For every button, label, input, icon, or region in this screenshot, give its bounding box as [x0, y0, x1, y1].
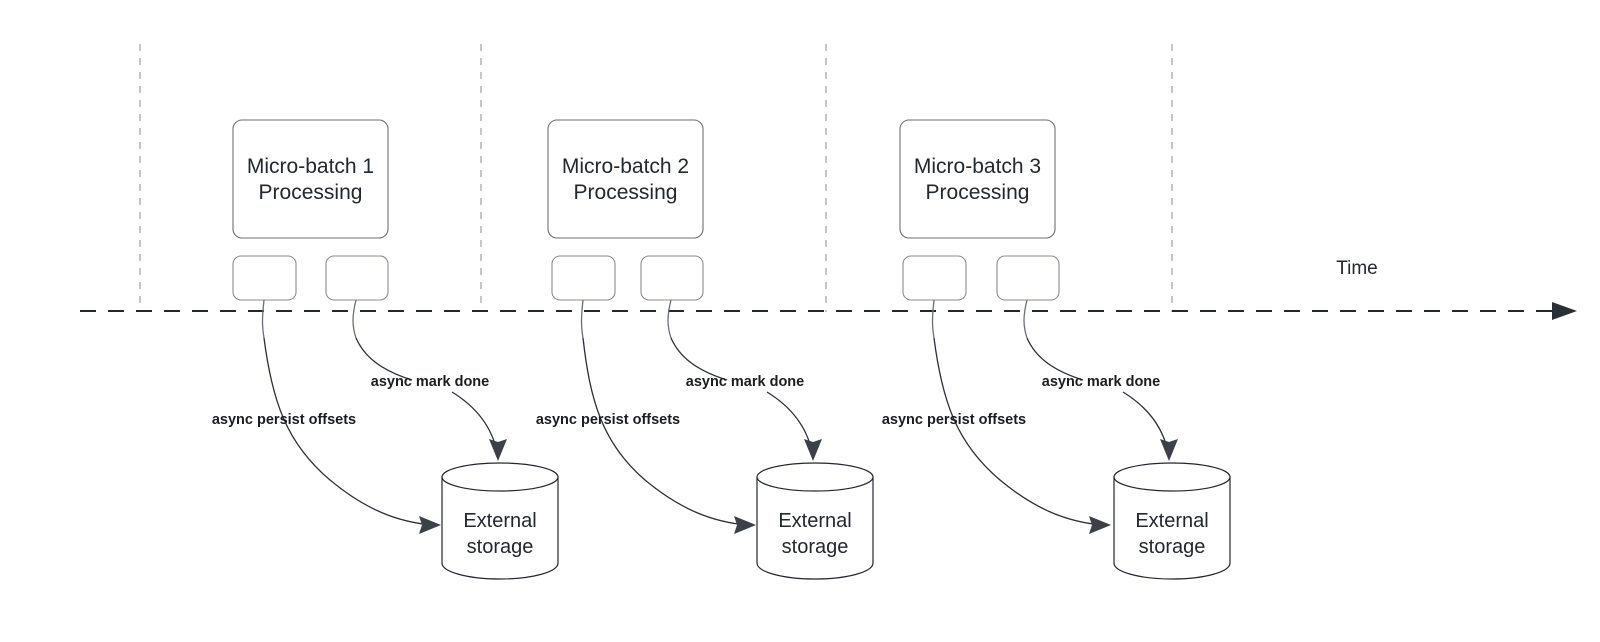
group-1-mark-done-curve — [355, 337, 413, 381]
group-3-cylinder-body — [1113, 476, 1231, 580]
group-2-task-box-2[interactable] — [640, 255, 704, 301]
group-2-mark-done-stub — [667, 299, 672, 339]
micro-batch-1-label-line2: Processing — [259, 181, 363, 204]
group-3: Micro-batch 3 Processing async persist o… — [882, 119, 1231, 580]
group-2-persist-arrowhead-icon — [734, 516, 756, 534]
group-1: Micro-batch 1 Processing async persist o… — [212, 119, 559, 580]
time-axis-arrow-icon — [1552, 302, 1577, 320]
group-2-storage-label-line2: storage — [782, 536, 849, 558]
group-3-mark-done-curve — [1026, 337, 1084, 381]
group-2-task-box-1[interactable] — [551, 255, 616, 301]
group-1-task-box-2[interactable] — [325, 255, 389, 301]
group-2-cylinder-body — [756, 476, 874, 580]
group-2-mark-done-curve-2 — [766, 391, 813, 453]
group-1-persist-label: async persist offsets — [212, 412, 356, 428]
group-1-mark-done-arrowhead-icon — [489, 439, 507, 461]
micro-batch-3-label-line2: Processing — [926, 181, 1030, 204]
group-1-persist-stub — [261, 299, 265, 339]
group-2-persist-label: async persist offsets — [536, 412, 680, 428]
group-1-cylinder-top — [441, 462, 559, 492]
group-1-task-box-1[interactable] — [232, 255, 297, 301]
micro-batch-2-label-line1: Micro-batch 2 — [562, 155, 689, 178]
group-3-persist-label: async persist offsets — [882, 412, 1026, 428]
group-1-storage-label-line2: storage — [467, 536, 534, 558]
group-3-storage-label-line2: storage — [1139, 536, 1206, 558]
group-3-mark-done-stub — [1023, 299, 1028, 339]
group-1-mark-done-curve-2 — [451, 391, 498, 453]
group-1-storage-label-line1: External — [463, 510, 536, 532]
group-1-persist-arrowhead-icon — [419, 516, 441, 534]
group-1-mark-done-label: async mark done — [371, 374, 489, 390]
group-2-mark-done-arrowhead-icon — [804, 439, 822, 461]
group-3-external-storage[interactable]: External storage — [1113, 462, 1231, 580]
group-3-persist-curve — [933, 337, 1103, 526]
micro-batch-2-box[interactable] — [547, 119, 704, 239]
group-3-persist-arrowhead-icon — [1089, 516, 1111, 534]
micro-batch-3-box[interactable] — [899, 119, 1056, 239]
group-2-persist-curve — [582, 337, 748, 526]
group-2-cylinder-top — [756, 462, 874, 492]
group-3-mark-done-label: async mark done — [1042, 374, 1160, 390]
micro-batch-3-label-line1: Micro-batch 3 — [914, 155, 1041, 178]
group-3-task-box-2[interactable] — [996, 255, 1060, 301]
group-2: Micro-batch 2 Processing async persist o… — [536, 119, 874, 580]
micro-batch-1-label-line1: Micro-batch 1 — [247, 155, 374, 178]
group-1-persist-curve — [263, 337, 433, 526]
group-2-external-storage[interactable]: External storage — [756, 462, 874, 580]
group-2-storage-label-line1: External — [778, 510, 851, 532]
time-axis: Time — [80, 258, 1577, 320]
group-2-mark-done-curve — [670, 337, 728, 381]
group-1-external-storage[interactable]: External storage — [441, 462, 559, 580]
group-3-mark-done-curve-2 — [1122, 391, 1169, 453]
micro-batch-2-label-line2: Processing — [574, 181, 678, 204]
group-3-mark-done-arrowhead-icon — [1160, 439, 1178, 461]
group-3-storage-label-line1: External — [1135, 510, 1208, 532]
group-3-task-box-1[interactable] — [902, 255, 967, 301]
micro-batch-1-box[interactable] — [232, 119, 389, 239]
group-3-cylinder-top — [1113, 462, 1231, 492]
time-axis-label: Time — [1336, 258, 1378, 279]
group-2-mark-done-label: async mark done — [686, 374, 804, 390]
group-3-persist-stub — [931, 299, 935, 339]
batch-boundary-ticks — [139, 44, 1173, 312]
group-2-persist-stub — [580, 299, 584, 339]
group-1-mark-done-stub — [352, 299, 357, 339]
group-1-cylinder-body — [441, 476, 559, 580]
